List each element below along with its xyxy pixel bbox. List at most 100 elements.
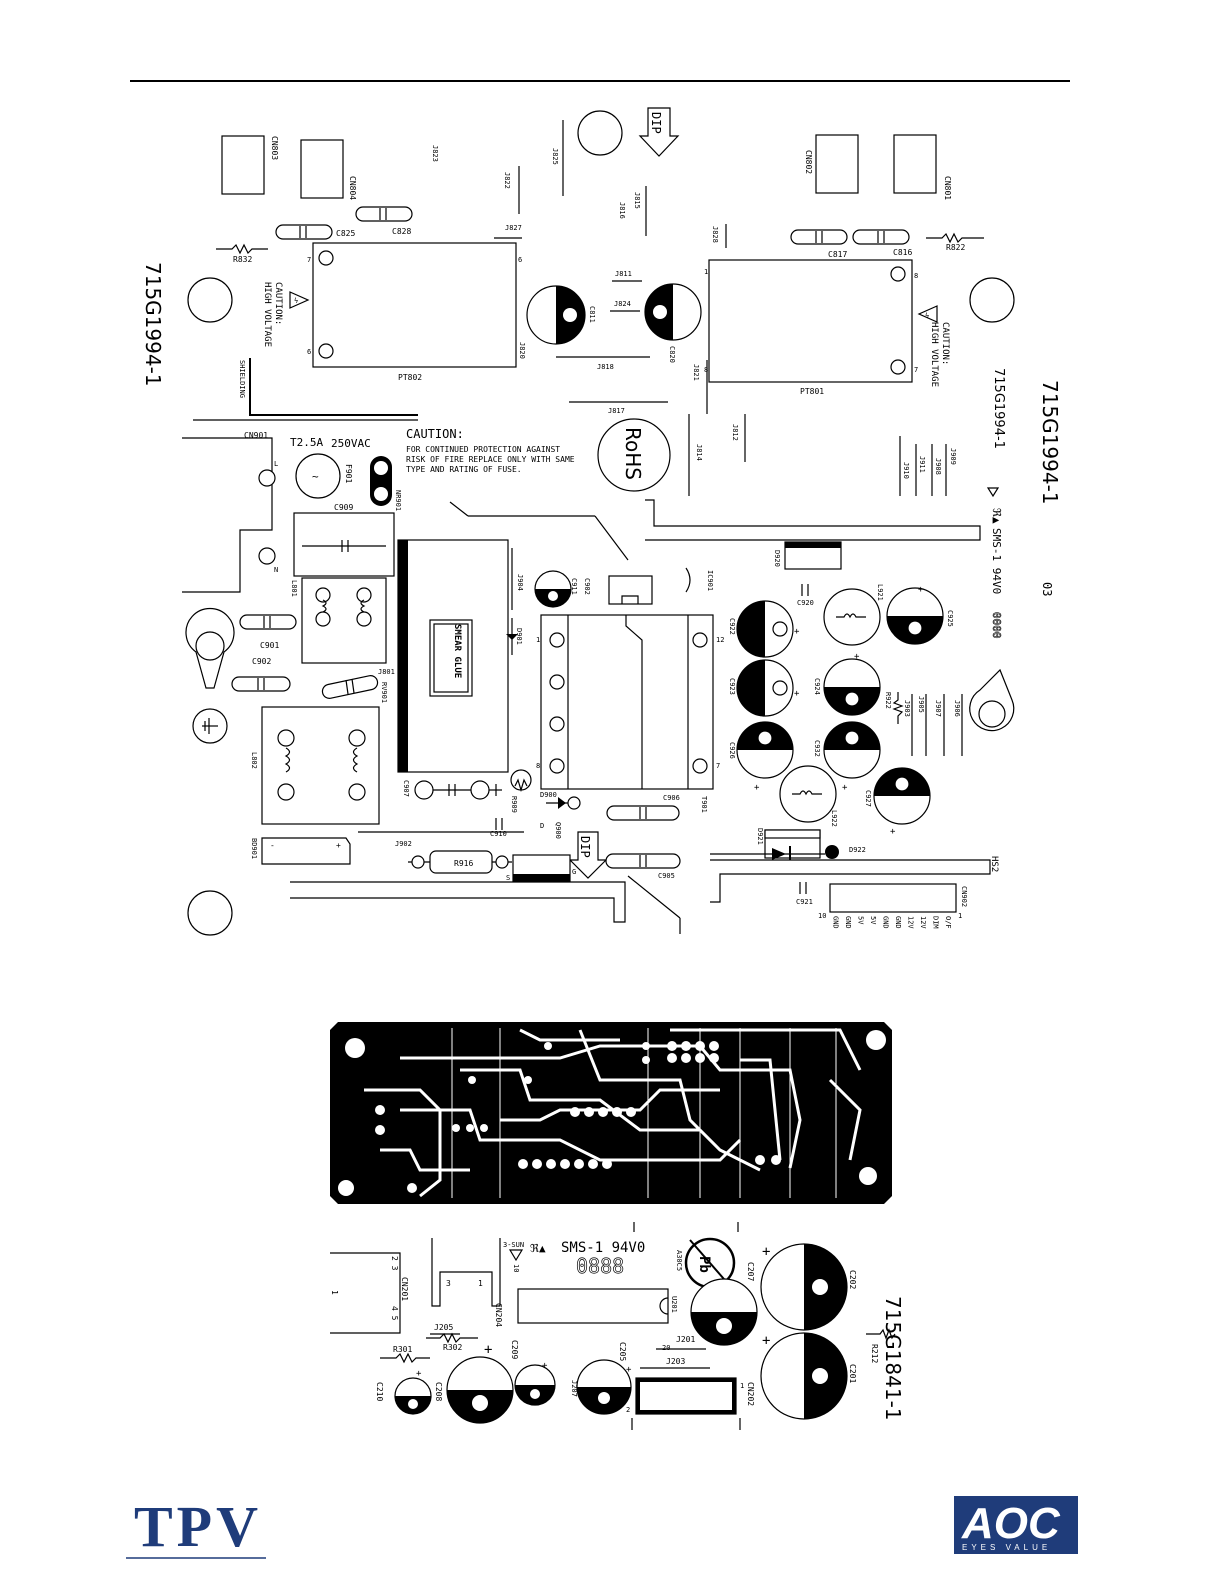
ref-label: J820 bbox=[518, 342, 526, 359]
ref-label: J909 bbox=[949, 448, 957, 465]
ref-label: J904 bbox=[516, 574, 524, 591]
vendor-mark-main: SMS-1 94V0 bbox=[990, 528, 1003, 594]
small-board: 715G1841-1 3-SUN ℜ▲ SMS-1 94V0 0888 10 2… bbox=[330, 1222, 905, 1430]
svg-text:+: + bbox=[762, 1333, 770, 1349]
capacitor-c921: C921 bbox=[796, 882, 813, 906]
capacitor-c817: C817 bbox=[790, 229, 848, 259]
date-code-main: 0000 bbox=[990, 612, 1003, 639]
capacitor-c926: C926 + bbox=[728, 721, 794, 793]
connector-cn802 bbox=[815, 134, 859, 194]
vendor-triangle-icon bbox=[986, 487, 1000, 498]
ref-label: C921 bbox=[796, 898, 813, 906]
rohs-badge: RoHS bbox=[597, 418, 671, 492]
caution-hv-text: HIGH VOLTAGE bbox=[929, 322, 939, 387]
revision-label: 03 bbox=[1040, 582, 1054, 596]
ref-label: D920 bbox=[773, 550, 781, 567]
ref-label: J814 bbox=[695, 444, 703, 461]
caution-title: CAUTION: bbox=[406, 427, 464, 441]
fuse-rating: T2.5A bbox=[290, 436, 323, 449]
svg-text:3: 3 bbox=[446, 1279, 451, 1288]
ref-label: C902 bbox=[583, 578, 591, 595]
ref-label: C924 bbox=[813, 678, 821, 695]
ref-label: A30C5 bbox=[675, 1250, 683, 1271]
aoc-logo-text: AOC bbox=[961, 1499, 1061, 1548]
cn902-pin-label: 5V bbox=[857, 916, 865, 925]
ref-label: Q900 bbox=[554, 822, 562, 839]
svg-text:+: + bbox=[336, 841, 341, 850]
ref-label: R832 bbox=[233, 255, 252, 264]
date-code-small: 0888 bbox=[576, 1254, 624, 1278]
svg-text:20: 20 bbox=[662, 1344, 670, 1352]
bridge-bd901: -+ BD901 bbox=[250, 837, 351, 865]
ref-label: C825 bbox=[336, 229, 355, 238]
svg-text:ϟ: ϟ bbox=[294, 297, 298, 305]
capacitor-c910: C910 bbox=[490, 818, 507, 838]
ref-label: D900 bbox=[540, 791, 557, 799]
caution-high-voltage-left: ϟ CAUTION: HIGH VOLTAGE bbox=[262, 282, 310, 347]
caution-line2: RISK OF FIRE REPLACE ONLY WITH SAME bbox=[406, 455, 575, 464]
ref-label: R212 bbox=[870, 1344, 879, 1363]
ref-label: C201 bbox=[848, 1364, 857, 1383]
dip-label: DIP bbox=[578, 836, 592, 858]
svg-text:ϟ: ϟ bbox=[925, 312, 929, 320]
ref-label: J815 bbox=[633, 192, 641, 209]
svg-text:+: + bbox=[542, 1361, 548, 1371]
ref-label: CN802 bbox=[804, 150, 813, 174]
cn902-pin-label: GND bbox=[894, 916, 902, 929]
ic-ic901: IC901 bbox=[608, 567, 714, 605]
fuse-f901: ~ F901 T2.5A 250VAC bbox=[290, 436, 371, 499]
ref-label: CN804 bbox=[348, 176, 357, 200]
ref-label: C816 bbox=[893, 248, 912, 257]
vendor-label: 3-SUN bbox=[503, 1241, 524, 1249]
small-part-number: 715G1841-1 bbox=[881, 1296, 905, 1421]
varistor-rv901: RV901 J801 bbox=[321, 668, 395, 703]
diode-d901: D901 bbox=[506, 618, 523, 655]
svg-text:~: ~ bbox=[312, 470, 319, 483]
ul-mark: ℜ▲ bbox=[990, 508, 1003, 524]
ref-label: C926 bbox=[728, 742, 736, 759]
svg-text:2: 2 bbox=[626, 1406, 630, 1414]
pb-label: Pb bbox=[696, 1256, 712, 1273]
ref-label: L801 bbox=[290, 580, 298, 597]
ref-label: C925 bbox=[946, 610, 954, 627]
smear-glue-label: SMEAR GLUE bbox=[452, 624, 462, 678]
capacitor-c920: C920 bbox=[797, 584, 814, 607]
svg-text:+: + bbox=[854, 652, 860, 662]
caution-line3: TYPE AND RATING OF FUSE. bbox=[406, 465, 522, 474]
svg-text:+: + bbox=[918, 585, 924, 595]
svg-text:G: G bbox=[572, 868, 576, 876]
svg-text:8: 8 bbox=[914, 272, 918, 280]
svg-text:1: 1 bbox=[478, 1279, 483, 1288]
ref-label: C820 bbox=[668, 346, 676, 363]
ref-label: C907 bbox=[402, 780, 410, 797]
capacitor-c209: C209 + bbox=[510, 1340, 556, 1406]
svg-text:+: + bbox=[762, 1244, 770, 1260]
ref-label: J903 bbox=[903, 700, 911, 717]
ref-label: J824 bbox=[614, 300, 631, 308]
capacitor-c927: C927 + bbox=[864, 767, 931, 837]
ref-label: J812 bbox=[731, 424, 739, 441]
ref-label: J908 bbox=[934, 458, 942, 475]
mounting-hole bbox=[187, 890, 233, 936]
ref-label: C207 bbox=[746, 1262, 755, 1281]
cn902-pin-label: DIM bbox=[932, 916, 940, 929]
part-number-right-small: 715G1994-1 bbox=[991, 368, 1006, 449]
capacitor-c816: C816 bbox=[852, 229, 912, 257]
ref-label: J823 bbox=[431, 145, 439, 162]
connector-cn801 bbox=[893, 134, 937, 194]
cn902-pin-label: GND bbox=[832, 916, 840, 929]
mounting-ear-left bbox=[185, 607, 235, 689]
ref-label: J801 bbox=[378, 668, 395, 676]
ref-label: CN801 bbox=[943, 176, 952, 200]
connector-cn804 bbox=[300, 139, 344, 199]
heatsink-hs2 bbox=[710, 859, 991, 903]
svg-text:10: 10 bbox=[512, 1264, 520, 1272]
heatsink-main: SMEAR GLUE bbox=[397, 539, 509, 773]
caution-high-voltage-right: ϟ CAUTION: HIGH VOLTAGE bbox=[917, 305, 950, 387]
cn902-pin-label: GND bbox=[844, 916, 852, 929]
diode-d922 bbox=[825, 845, 839, 859]
transformer-t901: 18 127 T901 bbox=[536, 614, 724, 813]
ref-label: F901 bbox=[344, 464, 353, 483]
